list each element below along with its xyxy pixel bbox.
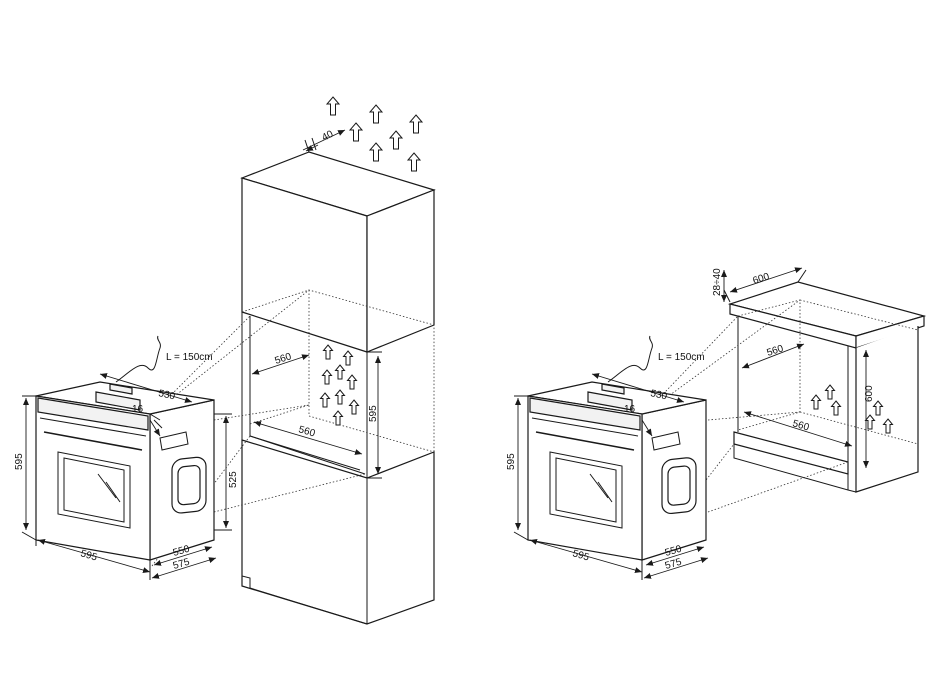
oven-inner-height-label: 525 xyxy=(228,471,239,488)
niche-top-width-label: 560 xyxy=(274,351,294,367)
oven-height-label: 595 xyxy=(14,453,25,470)
tall-cabinet-dimensions: 40 560 560 595 xyxy=(274,129,379,440)
right-oven-labels: L = 150cm 530 16 595 595 550 575 xyxy=(506,352,705,572)
counter-unit xyxy=(721,267,927,493)
left-oven xyxy=(21,289,366,580)
panel-thickness-label-right: 16 xyxy=(624,404,636,415)
counter-niche-height-label: 600 xyxy=(864,385,875,402)
niche-height-label: 595 xyxy=(368,405,379,422)
top-depth-label: 600 xyxy=(752,271,772,287)
oven-depth-575-label: 575 xyxy=(172,557,191,572)
oven-depth-550-label: 550 xyxy=(172,544,191,559)
counter-niche-bottom-width-label: 560 xyxy=(791,418,810,433)
oven-depth-575-label-right: 575 xyxy=(664,557,683,572)
cable-length-label: L = 150cm xyxy=(166,352,213,363)
niche-bottom-width-label: 560 xyxy=(297,424,316,439)
oven-top-depth-label: 530 xyxy=(157,388,176,402)
right-oven xyxy=(513,299,849,580)
counter-niche-top-width-label: 560 xyxy=(766,343,786,359)
oven-width-label-right: 595 xyxy=(571,548,590,563)
gap-dim-label: 40 xyxy=(320,129,335,144)
oven-top-depth-label-right: 530 xyxy=(649,388,668,402)
oven-width-label: 595 xyxy=(79,548,98,563)
left-oven-labels: L = 150cm 530 16 595 595 550 575 525 xyxy=(14,352,239,572)
oven-depth-550-label-right: 550 xyxy=(664,544,683,559)
counter-dimensions: 28÷40 600 560 560 600 xyxy=(712,268,875,434)
oven-height-label-right: 595 xyxy=(506,453,517,470)
cable-length-label-right: L = 150cm xyxy=(658,352,705,363)
top-thickness-label: 28÷40 xyxy=(712,268,723,296)
panel-thickness-label: 16 xyxy=(132,404,144,415)
tall-cabinet xyxy=(240,96,436,625)
